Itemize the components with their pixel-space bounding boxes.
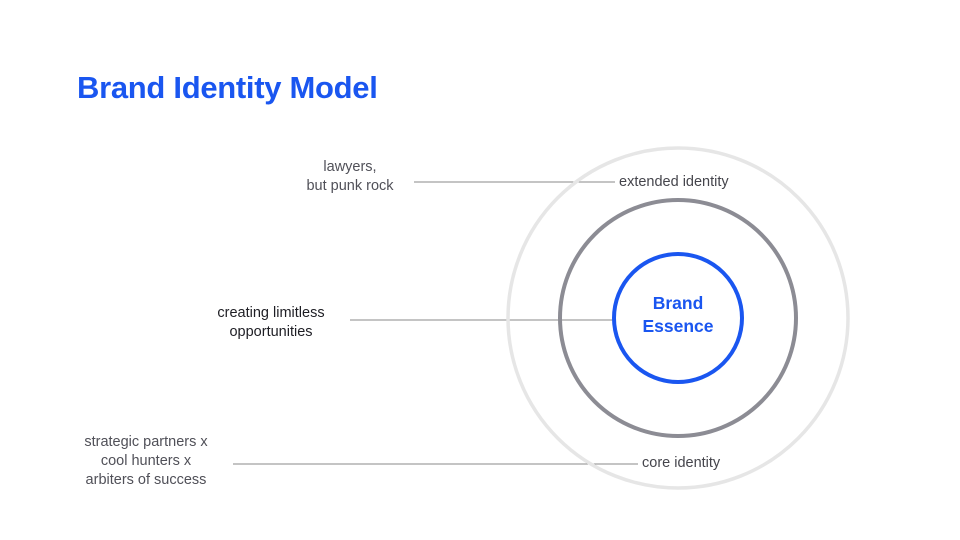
- middle-ring-core-identity: [558, 198, 798, 438]
- brand-essence-line-1: Brand: [652, 293, 704, 313]
- callout-extended-line-1: lawyers,: [323, 159, 377, 175]
- outer-ring-extended-identity: [506, 146, 850, 490]
- slide-title: Brand Identity Model: [77, 70, 378, 105]
- brand-essence-label: Brand Essence: [618, 292, 738, 338]
- callout-essence-line-2: opportunities: [229, 324, 313, 340]
- callout-core-identity: strategic partners x cool hunters x arbi…: [66, 433, 226, 490]
- callout-extended-line-2: but punk rock: [306, 178, 394, 194]
- inner-ring-brand-essence: [612, 252, 744, 384]
- callout-essence-line-1: creating limitless: [217, 305, 325, 321]
- brand-essence-line-2: Essence: [642, 316, 714, 336]
- callout-core-line-2: cool hunters x: [100, 453, 192, 469]
- ring-label-core-identity: core identity: [638, 454, 725, 472]
- callout-brand-essence: creating limitless opportunities: [196, 304, 346, 342]
- ring-label-extended-identity: extended identity: [615, 173, 733, 191]
- callout-core-line-3: arbiters of success: [85, 472, 207, 488]
- callout-core-line-1: strategic partners x: [84, 434, 208, 450]
- callout-extended-identity: lawyers, but punk rock: [290, 158, 410, 196]
